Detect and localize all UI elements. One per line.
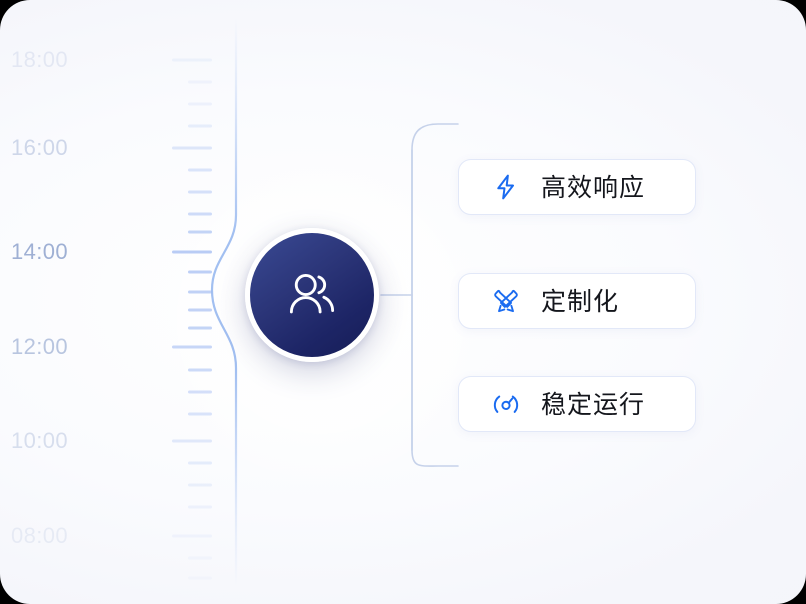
tick-minor [188, 556, 212, 560]
tick-minor [188, 505, 212, 509]
tick-minor [188, 412, 212, 416]
tick-minor [188, 102, 212, 106]
card-label: 定制化 [541, 286, 620, 316]
tick-minor [188, 576, 212, 580]
tick-minor [188, 308, 212, 312]
tick-minor [188, 290, 212, 294]
tick-major [172, 439, 212, 443]
tick-minor [188, 483, 212, 487]
edit-pen-cross-icon [491, 286, 521, 316]
time-label: 12:00 [10, 334, 68, 359]
tick-minor [188, 230, 212, 234]
lightning-bolt-icon [491, 172, 521, 202]
card-efficient-response[interactable]: 高效响应 [458, 159, 696, 215]
tick-minor [188, 270, 212, 274]
tick-minor [188, 368, 212, 372]
time-label: 08:00 [10, 523, 68, 548]
time-label: 10:00 [10, 428, 68, 453]
card-label: 高效响应 [541, 172, 646, 202]
tick-major [172, 345, 212, 349]
tick-minor [188, 326, 212, 330]
tick-major [172, 534, 212, 538]
card-customization[interactable]: 定制化 [458, 273, 696, 329]
time-label: 14:00 [10, 239, 68, 264]
tick-minor [188, 190, 212, 194]
tick-major [172, 250, 212, 254]
time-label: 16:00 [10, 135, 68, 160]
tick-major [172, 146, 212, 150]
card-stable-operation[interactable]: 稳定运行 [458, 376, 696, 432]
tick-major [172, 58, 212, 62]
tick-minor [188, 80, 212, 84]
tick-minor [188, 124, 212, 128]
tick-minor [188, 168, 212, 172]
time-axis-ruler: 18:00 16:00 14:00 12:00 10:00 08:00 [0, 0, 300, 604]
card-label: 稳定运行 [541, 389, 646, 419]
users-avatar[interactable] [245, 228, 379, 362]
gauge-dashboard-icon [491, 389, 521, 419]
tick-minor [188, 461, 212, 465]
tick-minor [188, 390, 212, 394]
time-label: 18:00 [10, 47, 68, 72]
users-icon [282, 265, 342, 325]
tick-minor [188, 212, 212, 216]
